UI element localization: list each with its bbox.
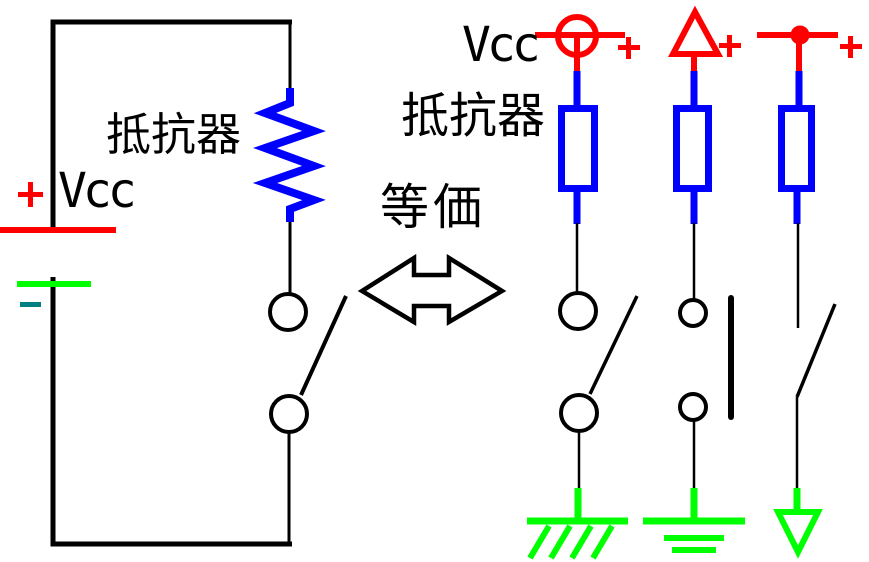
triangle-ground-icon xyxy=(773,488,823,559)
switch-contact-bottom xyxy=(269,394,309,434)
vcc-label-left: Vcc xyxy=(58,163,137,219)
wire-top-left xyxy=(50,19,292,228)
resistor-label-right: 抵抗器 xyxy=(401,88,546,144)
earth-ground-bars-icon xyxy=(643,488,745,553)
resistor-label-left: 抵抗器 xyxy=(106,108,242,161)
switch-lever xyxy=(588,295,639,395)
battery-icon xyxy=(0,227,116,287)
plus-icon xyxy=(18,182,43,207)
equivalent-circuit-3 xyxy=(757,25,862,559)
battery-negative-plate xyxy=(17,281,91,287)
plus-icon xyxy=(719,35,741,57)
vcc-label-right: Vcc xyxy=(462,17,541,73)
chassis-ground-hatched-icon xyxy=(527,488,628,560)
switch-contact-top xyxy=(558,291,598,331)
circle-supply-icon xyxy=(535,14,625,74)
equivalent-circuit-1 xyxy=(527,14,640,560)
dot-rail-supply-icon xyxy=(757,25,838,74)
switch-contact-bottom xyxy=(678,392,708,422)
switch-contact-top xyxy=(268,292,308,332)
switch-icon xyxy=(795,303,837,398)
wire-bottom-left xyxy=(50,277,292,547)
switch-icon xyxy=(558,291,639,433)
resistor-zigzag-icon xyxy=(252,88,326,222)
switch-contact-top xyxy=(678,298,708,328)
battery-positive-plate xyxy=(0,227,116,233)
plus-icon xyxy=(840,36,862,58)
switch-lever xyxy=(299,295,348,396)
equivalence-label: 等価 xyxy=(380,179,487,236)
switch-icon xyxy=(268,292,348,434)
triangle-supply-icon xyxy=(668,5,724,74)
equivalence-arrow-icon xyxy=(357,253,507,326)
switch-lever xyxy=(795,303,837,398)
switch-contact-bottom xyxy=(559,393,599,433)
left-circuit xyxy=(0,19,348,547)
box-resistor-icon xyxy=(673,71,712,224)
minus-icon xyxy=(20,302,41,307)
equivalent-circuit-2 xyxy=(643,5,745,553)
box-resistor-icon xyxy=(778,71,815,224)
box-resistor-icon xyxy=(558,71,598,224)
plus-icon xyxy=(618,37,640,59)
contact-switch-icon xyxy=(678,295,734,422)
